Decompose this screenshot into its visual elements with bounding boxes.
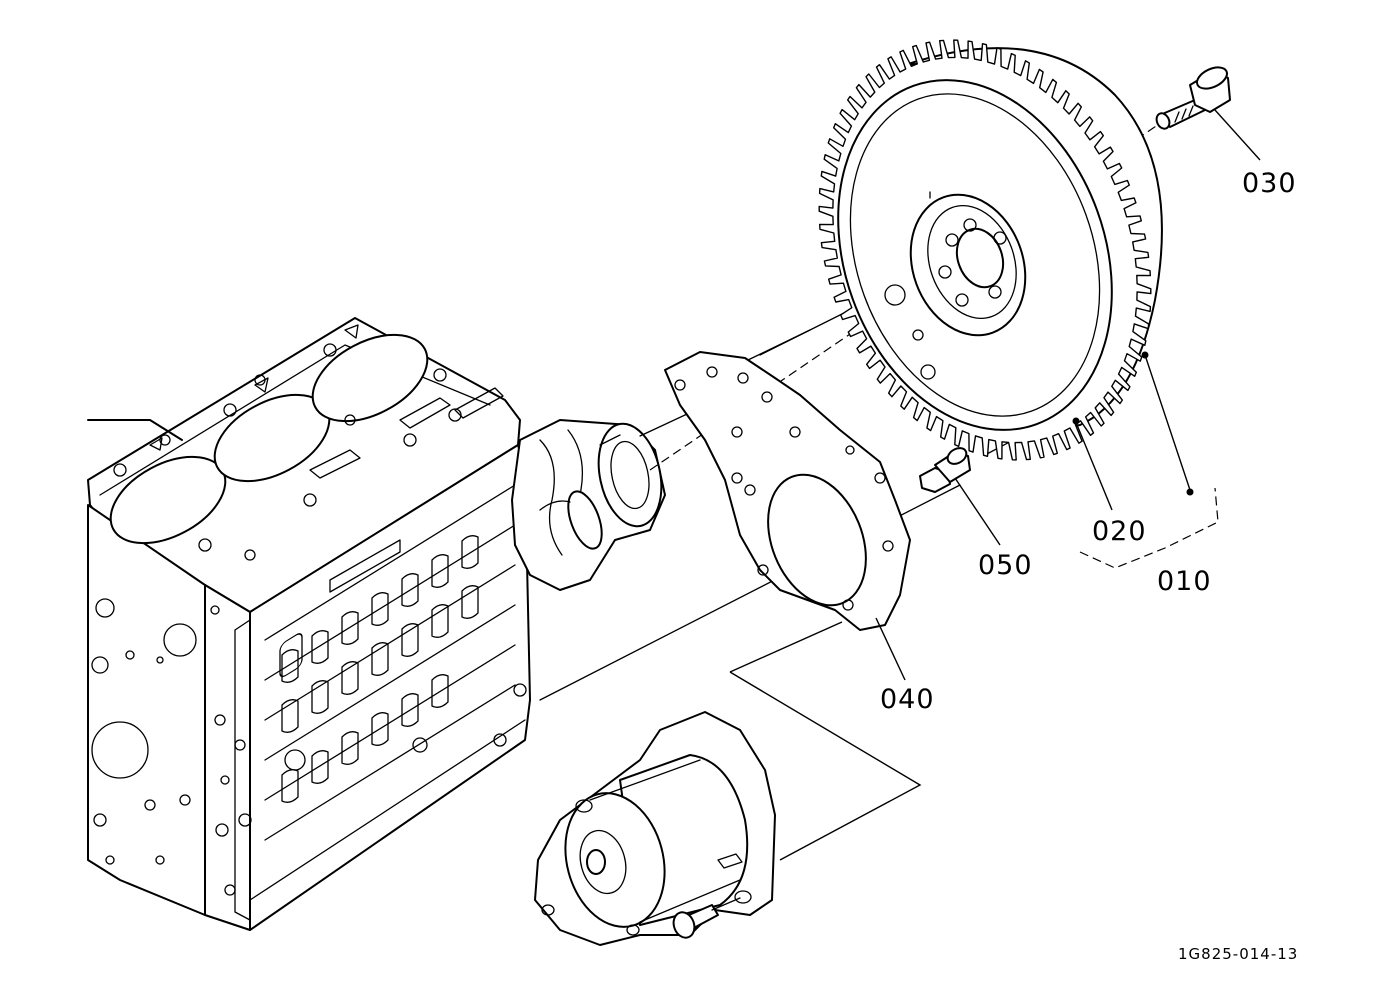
starter-motor — [534, 711, 776, 946]
engine-block — [87, 317, 531, 931]
crankshaft — [511, 419, 666, 591]
flywheel — [818, 39, 1163, 461]
reference-code: 1G825-014-13 — [1178, 945, 1299, 963]
callout-040: 040 — [880, 684, 935, 715]
back-end-plate — [664, 351, 911, 631]
callout-030: 030 — [1242, 168, 1297, 199]
leader-lines — [729, 109, 1261, 861]
callout-050: 050 — [978, 550, 1033, 581]
callout-010: 010 — [1157, 566, 1212, 597]
plate-bolt — [919, 447, 971, 493]
flywheel-bolt — [1155, 66, 1231, 130]
callout-020: 020 — [1092, 516, 1147, 547]
